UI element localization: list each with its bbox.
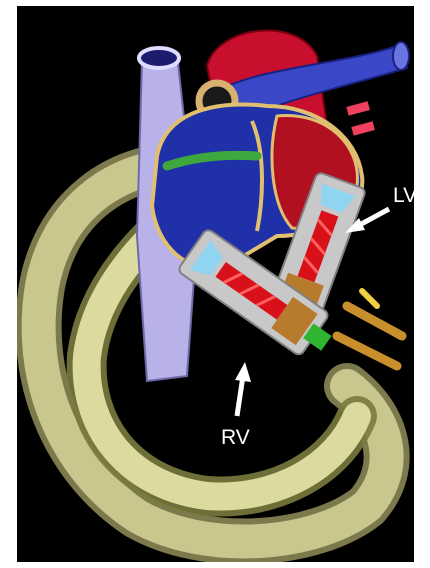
rv-arrow <box>235 362 251 416</box>
lead-cable-3 <box>362 291 377 306</box>
vena-cava-opening <box>139 48 179 68</box>
lead-cable-1 <box>337 336 397 366</box>
rv-label: RV <box>221 426 250 450</box>
heart-illustration <box>17 6 414 562</box>
marker-bar-2 <box>351 121 375 135</box>
pulmonary-vessel-opening <box>393 42 409 70</box>
heart-diagram-panel: LV RV <box>17 6 414 562</box>
marker-bar-1 <box>346 101 370 115</box>
lv-label: LV <box>393 184 414 208</box>
lead-cable-2 <box>347 306 402 336</box>
